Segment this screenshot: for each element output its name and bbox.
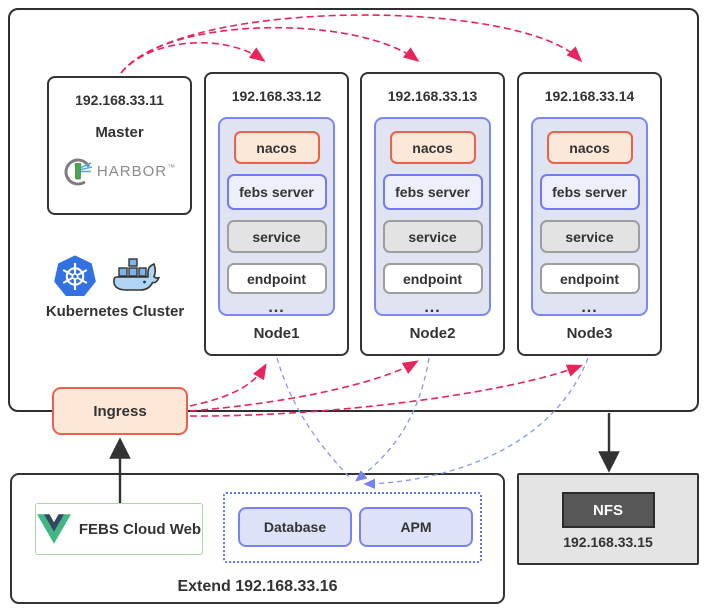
ellipsis-label: ... [268,299,285,316]
node3-ip: 192.168.33.14 [544,88,635,104]
endpoint-chip: endpoint [382,263,483,294]
apm-chip: APM [359,507,473,547]
service-chip: service [539,220,640,253]
febs-server-chip: febs server [539,174,640,210]
cluster-caption: Kubernetes Cluster [45,303,185,320]
nfs-label: NFS [561,492,655,528]
ellipsis-label: ... [424,299,441,316]
node2-box: 192.168.33.13 nacos febs server service … [360,72,505,356]
node3-pod-group: nacos febs server service endpoint ... [531,117,648,316]
ingress-box: Ingress [52,387,188,435]
node1-label: Node1 [253,325,300,342]
vue-logo-icon [36,514,71,544]
cluster-icons [54,252,176,300]
nacos-chip: nacos [546,131,633,164]
service-chip: service [226,220,327,253]
node2-pod-group: nacos febs server service endpoint ... [374,117,491,316]
node1-pod-group: nacos febs server service endpoint ... [218,117,335,316]
master-ip: 192.168.33.11 [75,92,164,108]
nacos-chip: nacos [233,131,320,164]
node1-box: 192.168.33.12 nacos febs server service … [204,72,349,356]
nfs-box: NFS 192.168.33.15 [517,473,699,565]
kubernetes-icon [54,255,96,296]
master-label: Master [95,124,144,141]
febs-server-chip: febs server [226,174,327,210]
extend-caption: Extend 192.168.33.16 [177,578,338,595]
endpoint-chip: endpoint [539,263,640,294]
node3-box: 192.168.33.14 nacos febs server service … [517,72,662,356]
harbor-logo: HARBOR™ [49,155,190,187]
extend-services-group: Database APM [223,492,482,563]
node2-ip: 192.168.33.13 [387,88,478,104]
febs-cloud-web-box: FEBS Cloud Web [35,503,203,555]
database-chip: Database [238,507,352,547]
febs-cloud-web-label: FEBS Cloud Web [78,520,202,538]
node1-ip: 192.168.33.12 [231,88,322,104]
nacos-chip: nacos [389,131,476,164]
febs-server-chip: febs server [382,174,483,210]
ellipsis-label: ... [581,299,598,316]
harbor-icon [64,158,93,186]
node2-label: Node2 [409,325,456,342]
nfs-ip: 192.168.33.15 [563,534,653,550]
docker-icon [113,258,160,291]
endpoint-chip: endpoint [226,263,327,294]
harbor-wordmark: HARBOR™ [96,162,177,180]
node3-label: Node3 [566,325,613,342]
service-chip: service [382,220,483,253]
master-node-box: 192.168.33.11 Master HARBOR™ [47,76,192,215]
